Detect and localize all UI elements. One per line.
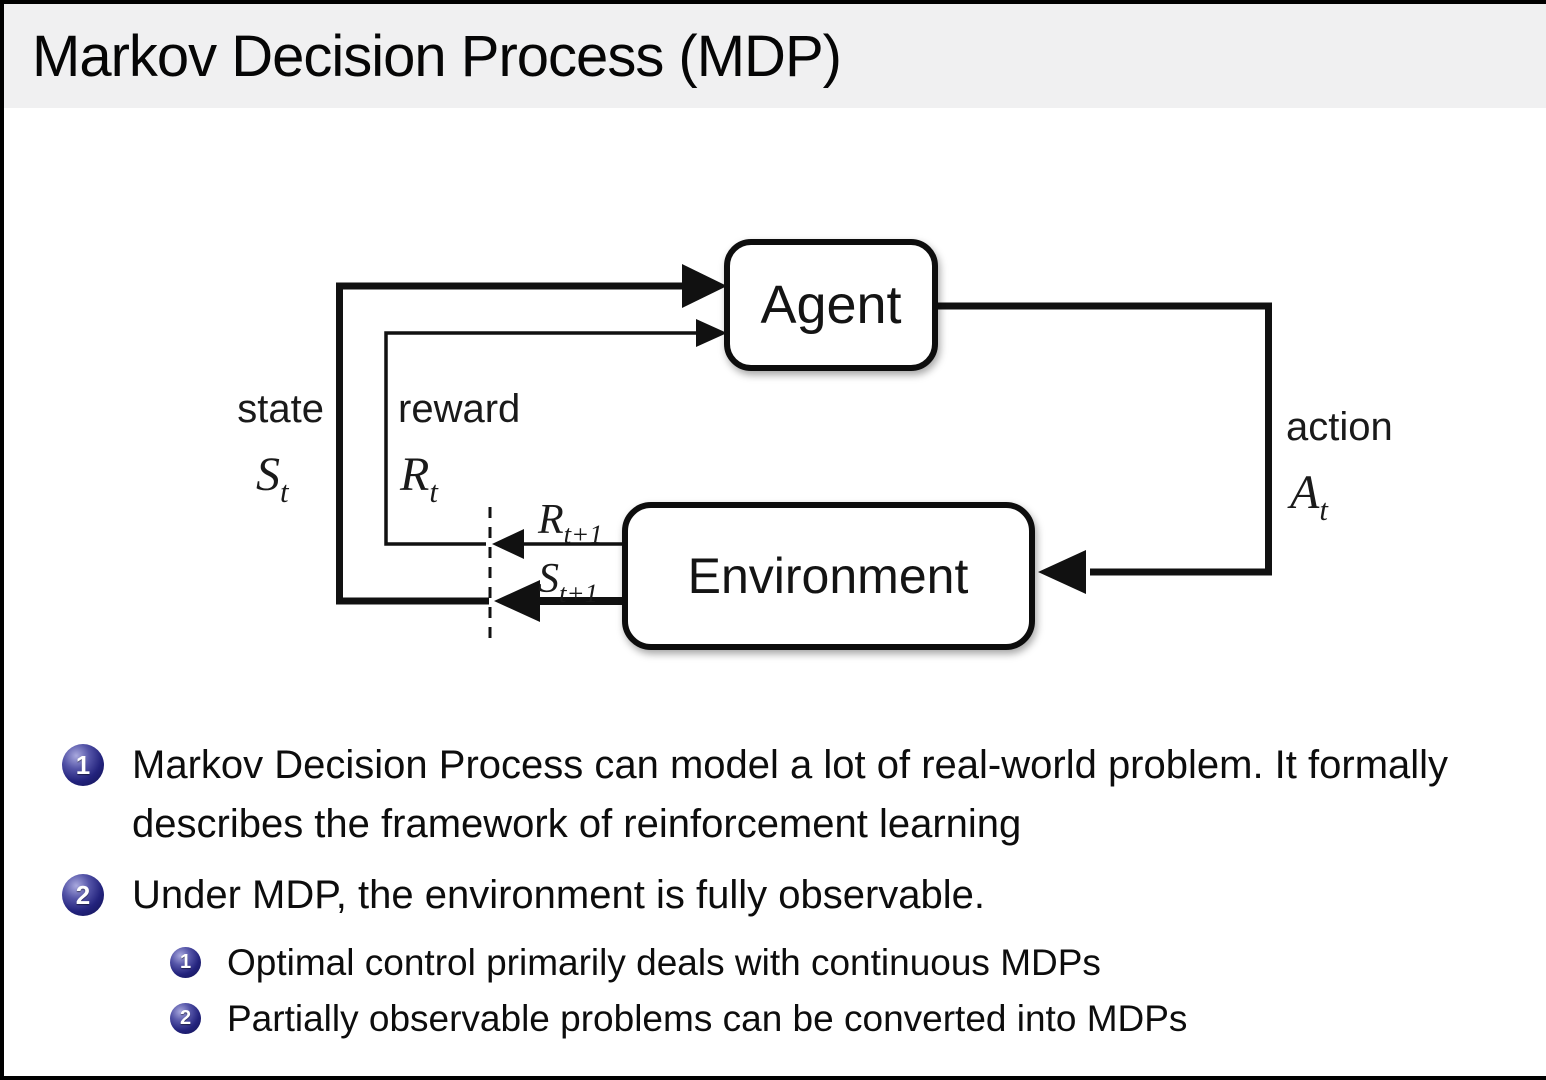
environment-box [622, 502, 1035, 650]
window-border-bottom [0, 1076, 1546, 1080]
list-item: 1 Optimal control primarily deals with c… [170, 938, 1510, 988]
sub-bullet-list: 1 Optimal control primarily deals with c… [170, 938, 1510, 1044]
reward-loop-line [384, 331, 696, 546]
list-item: 2 Under MDP, the environment is fully ob… [62, 866, 1510, 925]
slide-header: Markov Decision Process (MDP) [4, 4, 1546, 108]
agent-label: Agent [760, 275, 901, 335]
bullet-number: 2 [179, 1006, 192, 1029]
state-arrowhead [682, 264, 727, 308]
reward-symbol: Rt [399, 448, 439, 509]
window-border-top [0, 0, 1546, 4]
bullet-number: 1 [75, 749, 91, 780]
bullet-ball-2: 2 [62, 874, 104, 917]
sub-bullet-text: Partially observable problems can be con… [227, 997, 1188, 1039]
window-border-left [0, 0, 4, 1080]
bullet-text: Under MDP, the environment is fully obse… [132, 873, 986, 918]
page-title: Markov Decision Process (MDP) [32, 23, 842, 89]
sub-bullet-text: Optimal control primarily deals with con… [227, 941, 1101, 983]
bullet-text: Markov Decision Process can model a lot … [132, 743, 1449, 847]
reward-label: reward [398, 387, 520, 431]
state-loop-line [336, 282, 686, 605]
action-symbol: At [1287, 466, 1329, 527]
reward-arrowhead [696, 319, 727, 347]
next-reward-symbol: Rt+1 [537, 497, 603, 549]
next-state-arrowhead [494, 580, 540, 622]
state-symbol: St [256, 448, 290, 509]
list-item: 2 Partially observable problems can be c… [170, 994, 1510, 1044]
next-state-symbol: St+1 [538, 556, 598, 608]
mdp-diagram: Agent Environment state St reward Rt act… [0, 230, 1546, 690]
environment-label: Environment [688, 548, 969, 604]
action-label: action [1286, 405, 1393, 449]
action-loop-line [935, 302, 1272, 576]
bullet-ball-1: 1 [62, 744, 104, 786]
next-reward-arrowhead [492, 529, 524, 559]
state-label: state [237, 387, 324, 431]
bullet-number: 1 [179, 950, 192, 973]
agent-box [724, 239, 938, 371]
action-arrowhead [1038, 550, 1086, 594]
sub-bullet-ball-1: 1 [170, 946, 201, 978]
bullet-list: 1 Markov Decision Process can model a lo… [62, 736, 1510, 1049]
list-item: 1 Markov Decision Process can model a lo… [62, 736, 1510, 854]
bullet-number: 2 [75, 879, 91, 910]
sub-bullet-ball-2: 2 [170, 1002, 201, 1034]
